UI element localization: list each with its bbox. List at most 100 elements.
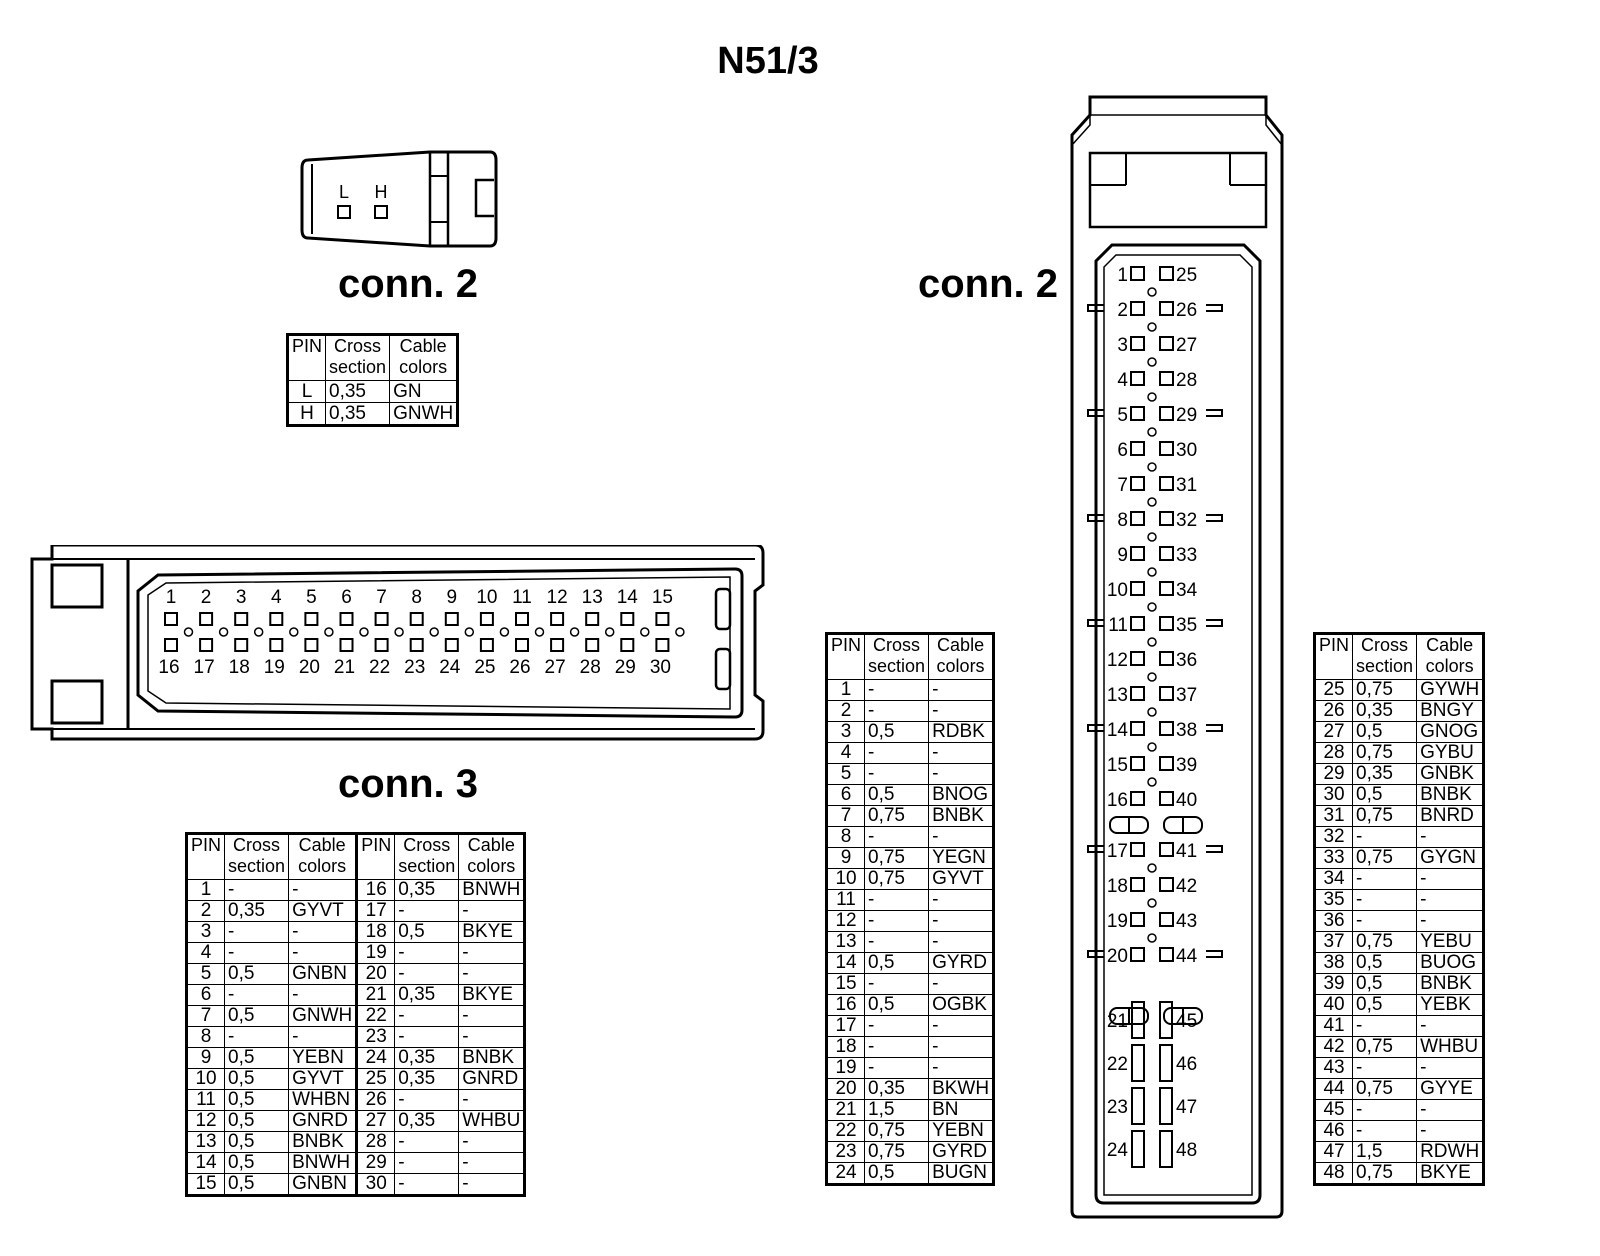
cross-section-cell: 0,35 (224, 900, 290, 922)
pin-number-label: 23 (1107, 1097, 1128, 1118)
pin-contact (550, 638, 565, 652)
pin-number-label: 25 (474, 657, 495, 678)
pin-hole (1147, 357, 1157, 367)
pin-hole (1147, 462, 1157, 472)
pin-cell: 4 (185, 942, 226, 964)
pin-hole (1147, 532, 1157, 542)
cable-color-cell: OGBK (928, 994, 995, 1016)
cross-section-cell: 0,75 (1352, 931, 1418, 953)
pin-cell: 20 (355, 963, 396, 985)
pin-number-label: 30 (650, 657, 671, 678)
pin-number-label: 48 (1176, 1140, 1197, 1161)
pin-cell: 16 (355, 879, 396, 901)
pin-contact (1159, 947, 1174, 962)
cable-color-cell: GNWH (288, 1005, 358, 1027)
cable-color-cell: BN (928, 1099, 995, 1121)
pin-cell: 4 (825, 742, 866, 764)
cross-section-cell: 0,75 (864, 805, 930, 827)
pin-contact (269, 638, 284, 652)
pin-contact (1130, 947, 1145, 962)
pin-contact (1130, 721, 1145, 736)
pin-cell: 17 (825, 1015, 866, 1037)
pin-contact (1159, 842, 1174, 857)
cross-section-cell: - (864, 742, 930, 764)
pin-contact (1159, 441, 1174, 456)
cable-color-cell: - (458, 1152, 526, 1174)
pin-cell: 2 (185, 900, 226, 922)
pin-hole (640, 627, 650, 637)
pin-cell: 38 (1313, 952, 1354, 974)
pin-cell: 21 (355, 984, 396, 1006)
cable-color-cell: - (1416, 868, 1485, 890)
cross-section-cell: 0,5 (224, 1131, 290, 1153)
pin-number-label: 9 (447, 587, 458, 608)
cross-section-cell: - (394, 900, 460, 922)
pin-contact (304, 638, 319, 652)
pin-number-label: 13 (1107, 685, 1128, 706)
pin-contact (1130, 336, 1145, 351)
pin-hole (1147, 672, 1157, 682)
cable-color-cell: GNBN (288, 963, 358, 985)
cable-color-cell: - (1416, 1099, 1485, 1121)
pin-contact (1159, 756, 1174, 771)
latch-mark (1087, 724, 1104, 732)
pin-contact (550, 612, 565, 626)
pin-number-label: 9 (1117, 545, 1128, 566)
pin-cell: 3 (825, 721, 866, 743)
pin-number-label: 21 (1107, 1011, 1128, 1032)
cross-section-cell: - (394, 942, 460, 964)
pin-cell: 22 (355, 1005, 396, 1027)
pin-cell: 35 (1313, 889, 1354, 911)
cross-section-cell: 0,35 (325, 402, 391, 426)
pin-cell: 5 (825, 763, 866, 785)
pin-cell: 17 (355, 900, 396, 922)
pin-cell: 10 (185, 1068, 226, 1090)
pin-cell: 12 (185, 1110, 226, 1132)
cable-color-cell: - (928, 973, 995, 995)
pin-cell: 19 (355, 942, 396, 964)
table-row: 4--19-- (185, 942, 526, 964)
latch-mark (1087, 409, 1104, 417)
pin-contact (1159, 651, 1174, 666)
pin-contact (1130, 266, 1145, 281)
pin-hole (1147, 707, 1157, 717)
pin-number-label: 19 (1107, 911, 1128, 932)
pin-cell: 1 (825, 679, 866, 701)
pin-contact (444, 638, 459, 652)
pin-cell: 44 (1313, 1078, 1354, 1100)
pin-contact (1159, 406, 1174, 421)
table-row: 12-- (825, 910, 995, 932)
pin-cell: 25 (355, 1068, 396, 1090)
pin-contact (339, 638, 354, 652)
pin-number-label: 38 (1176, 720, 1197, 741)
pin-hole (218, 627, 229, 637)
table-row: 4-- (825, 742, 995, 764)
pin-number-label: 8 (1117, 510, 1128, 531)
pin-number-label: 11 (512, 587, 532, 608)
cross-section-cell: 0,75 (864, 847, 930, 869)
pin-contact (620, 638, 635, 652)
pin-cell: 26 (1313, 700, 1354, 722)
pin-contact (444, 612, 459, 626)
pin-hole (1147, 933, 1157, 943)
pin-number-label: 1 (166, 587, 177, 608)
cable-color-cell: YEBK (1416, 994, 1485, 1016)
cable-color-cell: - (288, 942, 358, 964)
pin-number-label: 29 (1176, 405, 1197, 426)
pin-cell: 27 (1313, 721, 1354, 743)
pin-number-label: 15 (1107, 755, 1128, 776)
cross-section-cell: - (864, 763, 930, 785)
